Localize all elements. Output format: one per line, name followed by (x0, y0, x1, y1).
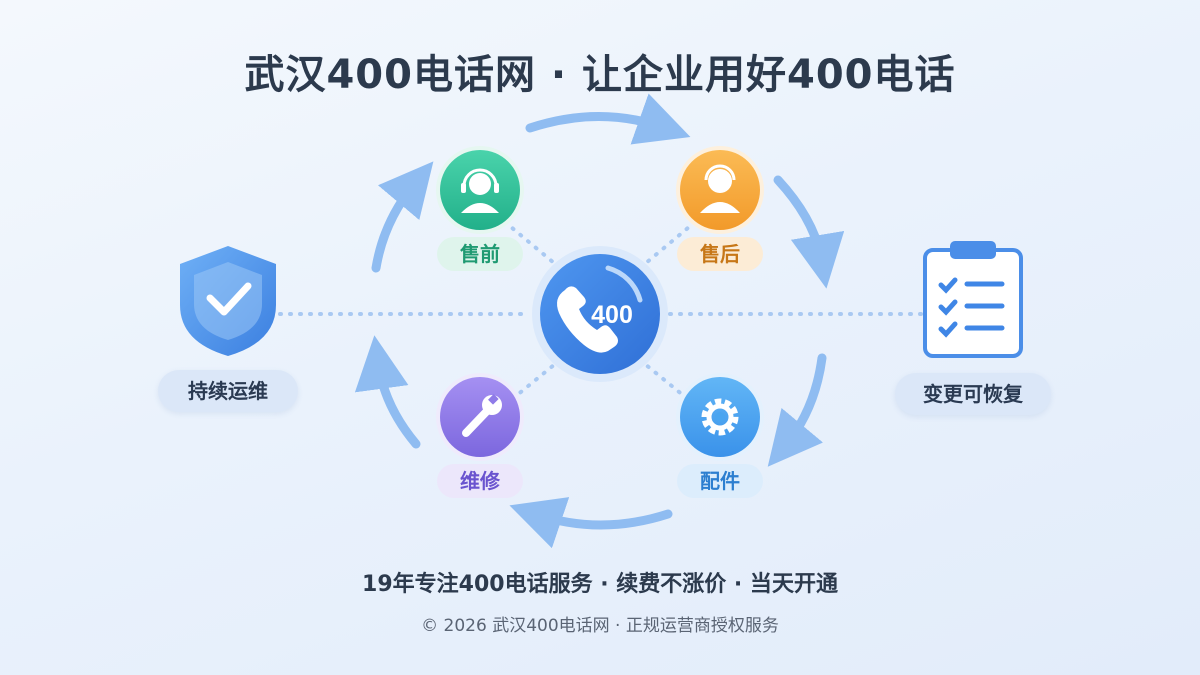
agent-avatar-icon (700, 164, 740, 213)
shield-check-icon (180, 246, 276, 356)
arrow-left-upper (371, 161, 434, 273)
tagline: 19年专注400电话服务 · 续费不涨价 · 当天开通 (362, 572, 838, 597)
node-label-presale: 售前 (437, 237, 523, 271)
node-presale (436, 146, 524, 234)
page-title: 武汉400电话网 · 让企业用好400电话 (244, 52, 956, 98)
clipboard-checklist-icon (923, 241, 1023, 358)
node-label-aftersale: 售后 (677, 237, 763, 271)
headset-agent-icon (461, 168, 499, 213)
side-label-rollback: 变更可恢复 (895, 373, 1051, 415)
footer-copyright: © 2026 武汉400电话网 · 正规运营商授权服务 (421, 616, 779, 636)
cycle-arrows (354, 93, 845, 549)
phone-400-icon (557, 286, 618, 353)
arrow-right-lower (767, 353, 827, 467)
arrow-bottom (509, 497, 673, 549)
arrow-right-upper (773, 175, 845, 289)
gear-icon (701, 398, 739, 436)
node-parts (676, 373, 764, 461)
node-label-repair: 维修 (437, 464, 523, 498)
arrow-left-lower (354, 335, 421, 449)
side-label-ops: 持续运维 (158, 370, 298, 412)
node-repair (436, 373, 524, 461)
center-400-label: 400 (591, 301, 633, 329)
node-label-parts: 配件 (677, 464, 763, 498)
arrow-top (525, 93, 691, 145)
node-aftersale (676, 146, 764, 234)
center-phone-400: 400 (532, 246, 668, 382)
wrench-icon (462, 394, 502, 437)
